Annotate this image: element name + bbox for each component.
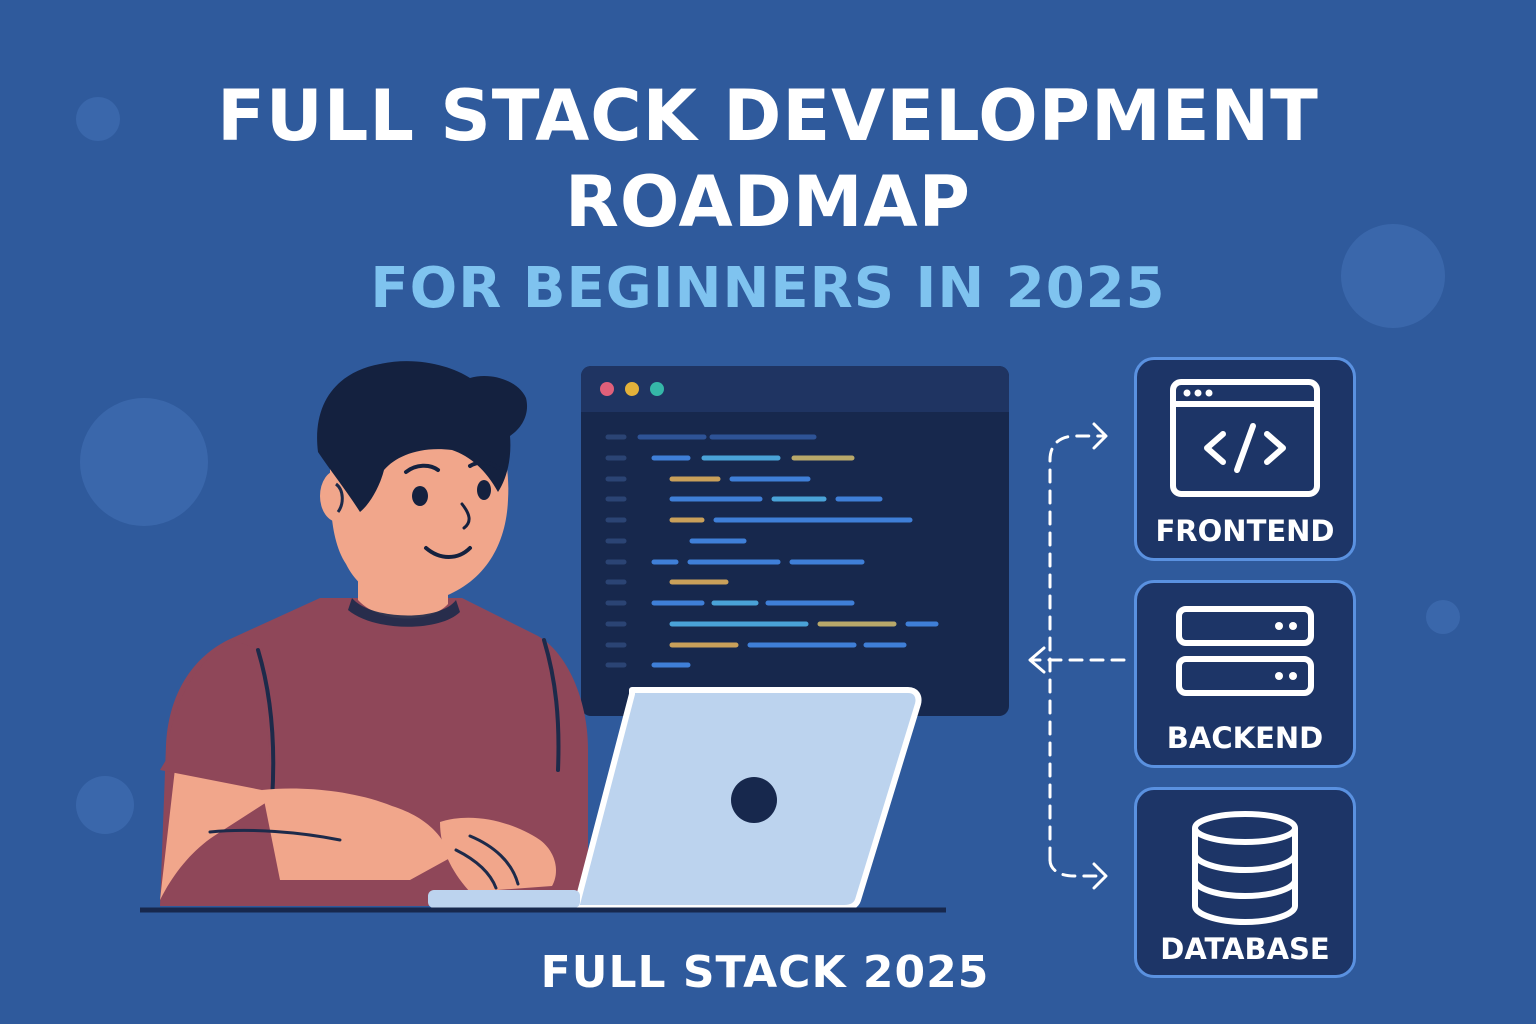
page-title-line-1: FULL STACK DEVELOPMENT xyxy=(217,75,1319,157)
database-label: DATABASE xyxy=(1160,932,1330,966)
database-card: DATABASE xyxy=(1134,787,1356,978)
backend-card: BACKEND xyxy=(1134,580,1356,768)
background-bubble xyxy=(80,398,208,526)
laptop-logo-icon xyxy=(731,777,777,823)
background-bubble xyxy=(76,776,134,834)
backend-label: BACKEND xyxy=(1166,721,1324,755)
developer-person xyxy=(160,361,588,906)
frontend-label: FRONTEND xyxy=(1155,514,1335,548)
code-window-icon xyxy=(1170,379,1320,497)
stack-connectors xyxy=(1028,422,1126,890)
background-bubble xyxy=(1341,224,1445,328)
database-icon xyxy=(1192,811,1298,926)
window-maximize-dot xyxy=(650,382,664,396)
frontend-card: FRONTEND xyxy=(1134,357,1356,561)
server-icon xyxy=(1176,606,1314,696)
page-title-line-2: ROADMAP xyxy=(565,161,971,243)
footer-caption: FULL STACK 2025 xyxy=(540,947,990,998)
code-editor-window xyxy=(581,366,1009,716)
page-subtitle: FOR BEGINNERS IN 2025 xyxy=(370,256,1166,321)
background-bubble xyxy=(1426,600,1460,634)
window-minimize-dot xyxy=(625,382,639,396)
window-close-dot xyxy=(600,382,614,396)
background-bubble xyxy=(76,97,120,141)
